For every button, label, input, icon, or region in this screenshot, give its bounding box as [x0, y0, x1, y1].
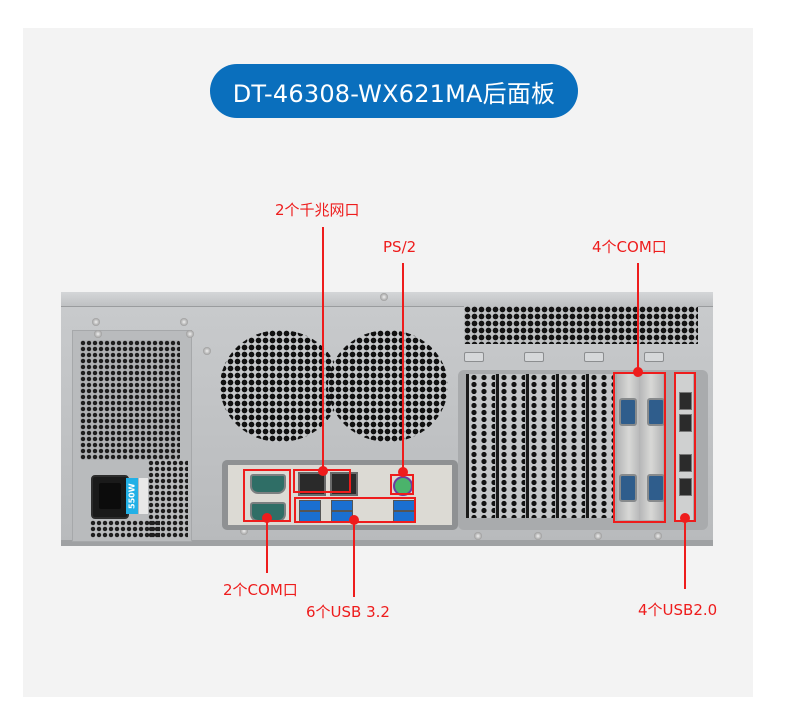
leader-line-ps2 — [402, 263, 404, 473]
usb2-port-icon — [679, 414, 692, 432]
fan-grille-left — [220, 330, 340, 442]
page-title-text: DT-46308-WX621MA后面板 — [232, 79, 556, 108]
chassis-bottom-edge — [61, 540, 713, 546]
highlight-usb20 — [674, 372, 696, 522]
leader-line-usb20 — [684, 517, 686, 589]
usb3-port-icon — [299, 500, 321, 511]
usb2-port-icon — [679, 454, 692, 472]
usb3-port-icon — [331, 500, 353, 511]
label-ps2: PS/2 — [383, 238, 417, 256]
slot-latch — [644, 352, 664, 362]
leader-dot-ps2 — [398, 467, 408, 477]
screw-icon — [594, 532, 602, 540]
com-port-icon — [619, 474, 637, 502]
screw-icon — [92, 318, 100, 326]
fan-grille-right — [328, 330, 448, 442]
screw-icon — [240, 527, 248, 535]
com-port-icon — [619, 398, 637, 426]
screw-icon — [654, 532, 662, 540]
power-inlet-icon — [91, 475, 129, 519]
leader-line-com4 — [637, 263, 639, 372]
screw-icon — [94, 330, 102, 338]
leader-dot-com4 — [633, 367, 643, 377]
usb2-port-icon — [679, 392, 692, 410]
psu-spec-sticker — [139, 478, 148, 514]
screw-icon — [186, 330, 194, 338]
expansion-slot-cover — [556, 374, 585, 518]
screw-icon — [380, 293, 388, 301]
label-com4: 4个COM口 — [592, 238, 667, 256]
top-vent — [464, 306, 698, 344]
slot-latch — [584, 352, 604, 362]
screw-icon — [203, 347, 211, 355]
expansion-slot-cover — [526, 374, 555, 518]
psu-wattage-label: 550W — [126, 478, 138, 514]
highlight-com4 — [613, 372, 666, 523]
com-port-icon — [250, 474, 286, 494]
label-lan: 2个千兆网口 — [275, 201, 360, 219]
leader-line-lan — [322, 227, 324, 472]
expansion-slot-cover — [466, 374, 495, 518]
slot-latch — [464, 352, 484, 362]
label-com2: 2个COM口 — [223, 581, 298, 599]
screw-icon — [534, 532, 542, 540]
screw-icon — [474, 532, 482, 540]
label-usb32: 6个USB 3.2 — [306, 603, 390, 621]
slot-latch — [524, 352, 544, 362]
label-usb20: 4个USB2.0 — [638, 601, 718, 619]
usb2-port-icon — [679, 478, 692, 496]
highlight-ps2 — [390, 474, 414, 495]
expansion-slot-cover — [586, 374, 615, 518]
leader-line-usb32 — [353, 519, 355, 597]
expansion-slot-cover — [496, 374, 525, 518]
page-title: DT-46308-WX621MA后面板 — [210, 64, 578, 118]
leader-line-com2 — [266, 517, 268, 573]
screw-icon — [180, 318, 188, 326]
psu-vent-bottom — [90, 520, 160, 538]
psu-vent — [80, 340, 180, 460]
leader-dot-usb32 — [349, 515, 359, 525]
leader-dot-usb20 — [680, 513, 690, 523]
leader-dot-com2 — [262, 513, 272, 523]
leader-dot-lan — [318, 466, 328, 476]
